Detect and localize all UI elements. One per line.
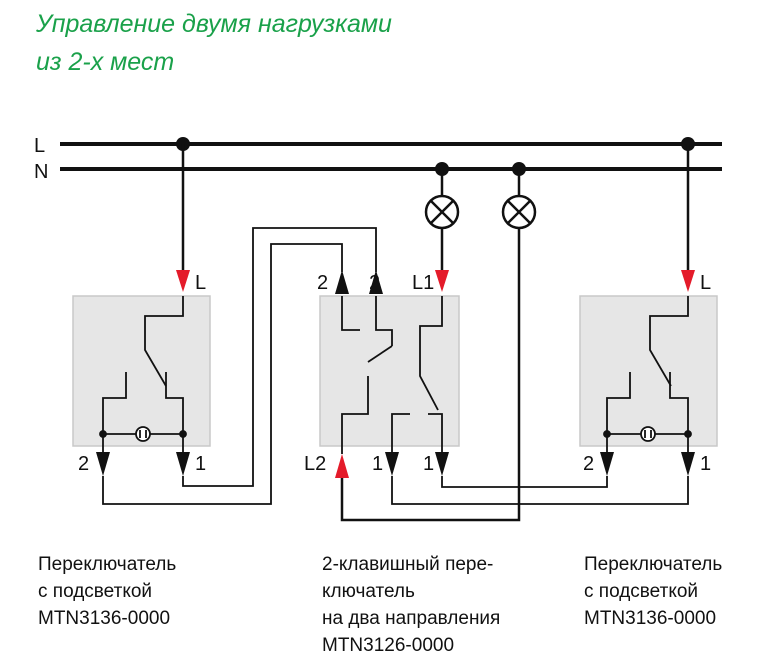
- middle-switch-top2a-arrow: [335, 270, 349, 294]
- left-switch-L-arrow: [176, 270, 190, 292]
- right-switch-caption: Переключатель с подсветкой MTN3136-0000: [584, 551, 722, 632]
- lamp-2: [340, 169, 537, 522]
- lamp-1: [424, 169, 460, 272]
- middle-switch-mechanism: [341, 296, 443, 454]
- lamp-1-L1-arrow: [435, 270, 449, 292]
- line-L-label: L: [34, 135, 45, 157]
- middle-switch-terminal-1b: 1: [423, 453, 434, 475]
- middle-switch-terminal-L1: L1: [412, 272, 434, 294]
- middle-switch-terminal-2a: 2: [317, 272, 328, 294]
- right-switch-box: [579, 295, 718, 447]
- traveler-wires: [102, 227, 689, 505]
- middle-caption-line: MTN3126-0000: [322, 635, 455, 656]
- left-switch-L-label: L: [195, 272, 206, 294]
- right-switch-L-label: L: [700, 272, 711, 294]
- right-caption-line: с подсветкой: [584, 581, 699, 602]
- right-switch-out2-arrow: [600, 452, 614, 476]
- left-switch-box: [72, 295, 211, 447]
- middle-caption-line: 2-клавишный пере-: [322, 554, 494, 575]
- middle-switch-terminal-1a: 1: [372, 453, 383, 475]
- left-caption-line: Переключатель: [38, 554, 177, 575]
- middle-switch-terminal-L2: L2: [304, 453, 326, 475]
- left-switch-terminal-2: 2: [78, 453, 89, 475]
- diagram-title-line-1: Управление двумя нагрузками: [36, 10, 392, 38]
- right-caption-line: Переключатель: [584, 554, 723, 575]
- left-caption-line: MTN3136-0000: [38, 608, 171, 629]
- right-caption-line: MTN3136-0000: [584, 608, 717, 629]
- line-N-label: N: [34, 161, 48, 183]
- left-switch-terminal-1: 1: [195, 453, 206, 475]
- left-switch-out2-arrow: [96, 452, 110, 476]
- middle-caption-line: ключатель: [322, 581, 415, 602]
- right-switch-terminal-2: 2: [583, 453, 594, 475]
- middle-switch-bottom1b-arrow: [435, 452, 449, 476]
- diagram-title-line-2: из 2-х мест: [36, 48, 175, 76]
- right-switch-L-arrow: [681, 270, 695, 292]
- left-switch-caption: Переключатель с подсветкой MTN3136-0000: [38, 551, 176, 632]
- middle-switch-L2-arrow: [335, 454, 349, 478]
- middle-switch-bottom1a-arrow: [385, 452, 399, 476]
- middle-switch-box: [319, 295, 460, 447]
- left-switch-out1-arrow: [176, 452, 190, 476]
- left-caption-line: с подсветкой: [38, 581, 153, 602]
- middle-caption-line: на два направления: [322, 608, 501, 629]
- middle-switch-top2b-arrow: [369, 270, 383, 294]
- right-switch-out1-arrow: [681, 452, 695, 476]
- middle-switch-terminal-2b: 2: [369, 272, 380, 294]
- right-switch-terminal-1: 1: [700, 453, 711, 475]
- right-switch-mechanism: [603, 296, 692, 454]
- middle-switch-caption: 2-клавишный пере- ключатель на два напра…: [322, 551, 500, 659]
- left-switch-mechanism: [99, 296, 187, 454]
